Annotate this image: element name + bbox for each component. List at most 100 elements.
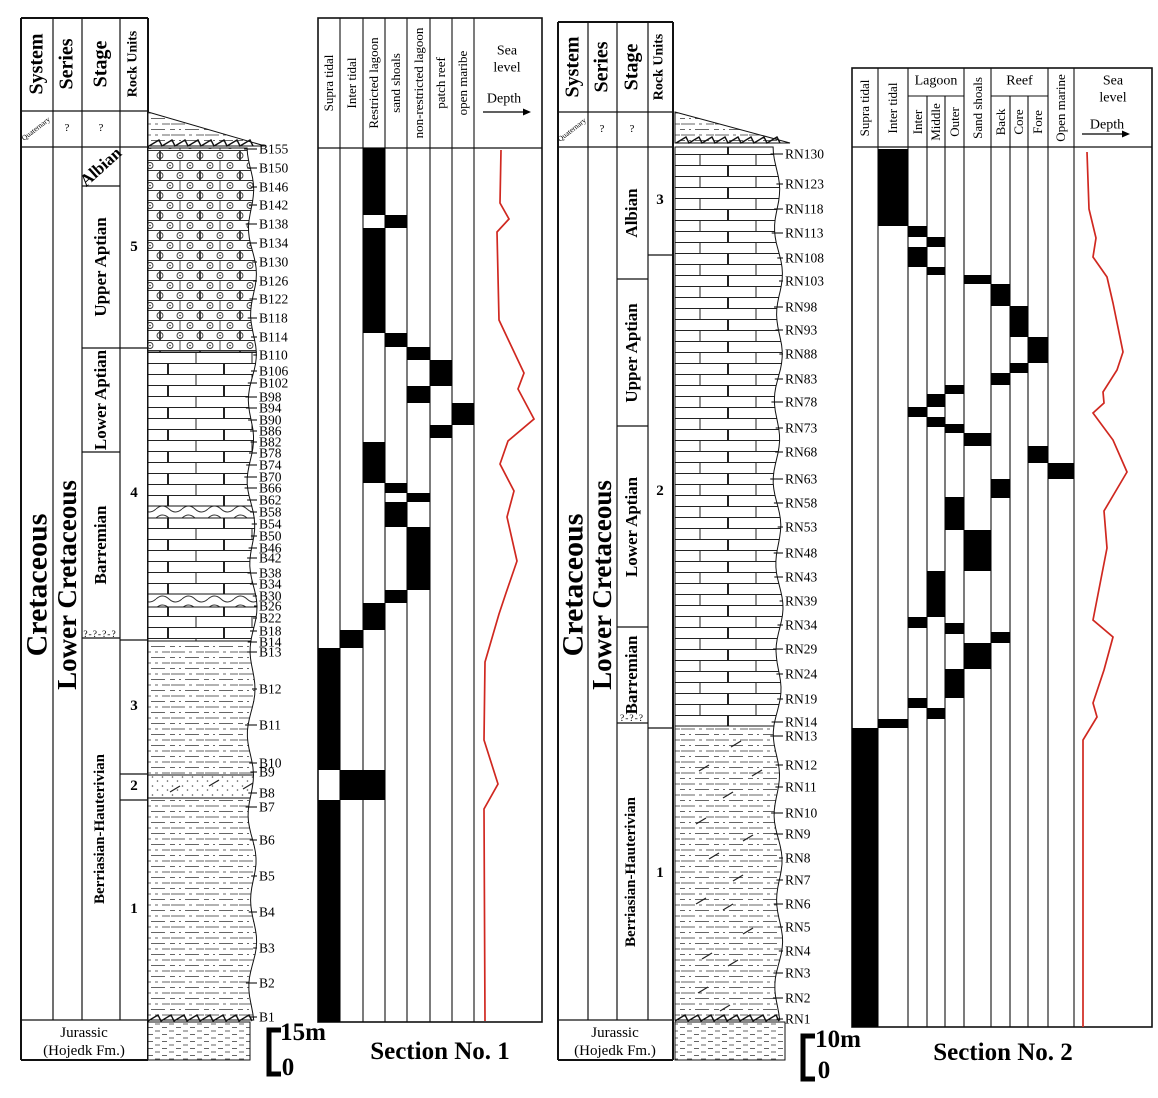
sample-label: B62 bbox=[259, 493, 282, 508]
sample-label: RN73 bbox=[785, 421, 818, 436]
stage-label: Barremian bbox=[622, 635, 642, 715]
sample-label: RN93 bbox=[785, 323, 818, 338]
sample-label: RN4 bbox=[785, 944, 811, 959]
facies-bar bbox=[385, 502, 407, 527]
sea-level-title-1: Sea bbox=[496, 43, 518, 59]
facies-column-label: Middle bbox=[928, 102, 944, 141]
quaternary-series-query: ? bbox=[599, 123, 605, 136]
facies-column-label: Supra tidal bbox=[321, 54, 337, 112]
header-rock-units: Rock Units bbox=[651, 33, 667, 101]
sample-label: RN58 bbox=[785, 496, 818, 511]
sample-label: B126 bbox=[259, 274, 289, 289]
quaternary-wedge bbox=[147, 111, 266, 147]
sample-label: B66 bbox=[259, 481, 282, 496]
sample-label: B122 bbox=[259, 292, 288, 307]
litho-unit-clay bbox=[147, 593, 258, 608]
sample-label: B42 bbox=[259, 551, 282, 566]
sample-label: B102 bbox=[259, 376, 288, 391]
sample-label: RN88 bbox=[785, 347, 818, 362]
facies-bar bbox=[964, 275, 991, 284]
facies-bar bbox=[363, 442, 385, 483]
facies-bar bbox=[927, 394, 945, 407]
facies-bar bbox=[430, 425, 452, 438]
sample-label: B130 bbox=[259, 255, 289, 270]
facies-bar bbox=[363, 770, 385, 800]
sample-label: B4 bbox=[259, 905, 275, 920]
rock-unit-label: 2 bbox=[656, 482, 664, 499]
system-value: Cretaceous bbox=[556, 513, 590, 657]
sample-label: RN34 bbox=[785, 618, 818, 633]
facies-bar bbox=[878, 719, 908, 728]
sample-label: B22 bbox=[259, 611, 282, 626]
sample-label: RN98 bbox=[785, 300, 818, 315]
sample-label: B155 bbox=[259, 142, 289, 157]
sample-label: B86 bbox=[259, 424, 282, 439]
facies-bar bbox=[945, 424, 964, 433]
sea-level-curve bbox=[483, 149, 536, 1022]
fossil-mark bbox=[697, 986, 709, 994]
scale-bracket bbox=[800, 1033, 815, 1082]
sample-label: B10 bbox=[259, 756, 282, 771]
fossil-mark bbox=[695, 897, 707, 905]
facies-bar bbox=[363, 228, 385, 333]
facies-bar bbox=[878, 149, 908, 226]
facies-bar bbox=[385, 333, 407, 347]
sample-label: B58 bbox=[259, 505, 282, 520]
unconformity-line bbox=[674, 1014, 780, 1022]
facies-bar bbox=[927, 708, 945, 719]
sample-label: B150 bbox=[259, 161, 289, 176]
facies-bar bbox=[1028, 446, 1048, 463]
sample-label: B118 bbox=[259, 311, 288, 326]
sample-label: RN11 bbox=[785, 780, 817, 795]
facies-bar bbox=[1010, 363, 1028, 373]
fossil-mark bbox=[719, 1004, 731, 1012]
facies-column-label: Inter bbox=[909, 109, 925, 134]
facies-bar bbox=[908, 698, 927, 708]
sample-label: RN29 bbox=[785, 642, 818, 657]
unconformity-line bbox=[675, 136, 781, 144]
facies-column-label: Inter tidal bbox=[885, 82, 901, 133]
litho-unit-brick bbox=[147, 517, 257, 595]
fossil-mark bbox=[722, 791, 734, 799]
sea-level-title-2: level bbox=[493, 60, 521, 76]
facies-bar bbox=[908, 226, 927, 237]
facies-bar bbox=[385, 483, 407, 493]
sample-label: RN10 bbox=[785, 806, 818, 821]
sample-label: B30 bbox=[259, 589, 282, 604]
litho-unit-marl bbox=[147, 640, 256, 776]
basement-name: Jurassic bbox=[60, 1025, 108, 1042]
header-system: System bbox=[561, 36, 584, 98]
facies-bar bbox=[407, 347, 430, 360]
fossil-mark bbox=[698, 764, 710, 772]
facies-column-label: Fore bbox=[1030, 109, 1046, 134]
facies-bar bbox=[927, 571, 945, 617]
facies-bar bbox=[908, 407, 927, 417]
sample-label: B7 bbox=[259, 800, 275, 815]
facies-bar bbox=[452, 403, 474, 425]
facies-column-label: Supra tidal bbox=[857, 79, 873, 136]
sample-label: RN39 bbox=[785, 594, 818, 609]
series-value: Lower Cretaceous bbox=[51, 480, 82, 690]
facies-bar bbox=[908, 617, 927, 628]
litho-unit-marl bbox=[674, 725, 784, 1021]
facies-bar bbox=[340, 770, 363, 800]
sample-label: B106 bbox=[259, 364, 289, 379]
basement-formation: (Hojedk Fm.) bbox=[574, 1043, 656, 1060]
litho-unit-clay bbox=[147, 505, 255, 519]
fossil-mark bbox=[742, 834, 754, 842]
litho-unit-brick bbox=[147, 606, 258, 642]
sample-label: RN9 bbox=[785, 827, 811, 842]
rock-unit-label: 4 bbox=[130, 485, 138, 502]
litho-unit-marl bbox=[147, 797, 258, 1021]
scale-max-label: 15m bbox=[280, 1018, 326, 1046]
sample-label: B94 bbox=[259, 401, 282, 416]
sample-label: B26 bbox=[259, 599, 282, 614]
fossil-mark bbox=[708, 852, 720, 860]
litho-unit-brick bbox=[674, 146, 784, 727]
unconformity-line bbox=[147, 1014, 253, 1022]
facies-bar bbox=[991, 632, 1010, 643]
sample-label: B50 bbox=[259, 529, 282, 544]
system-value: Cretaceous bbox=[20, 513, 54, 657]
stage-label: Upper Aptian bbox=[622, 302, 642, 403]
